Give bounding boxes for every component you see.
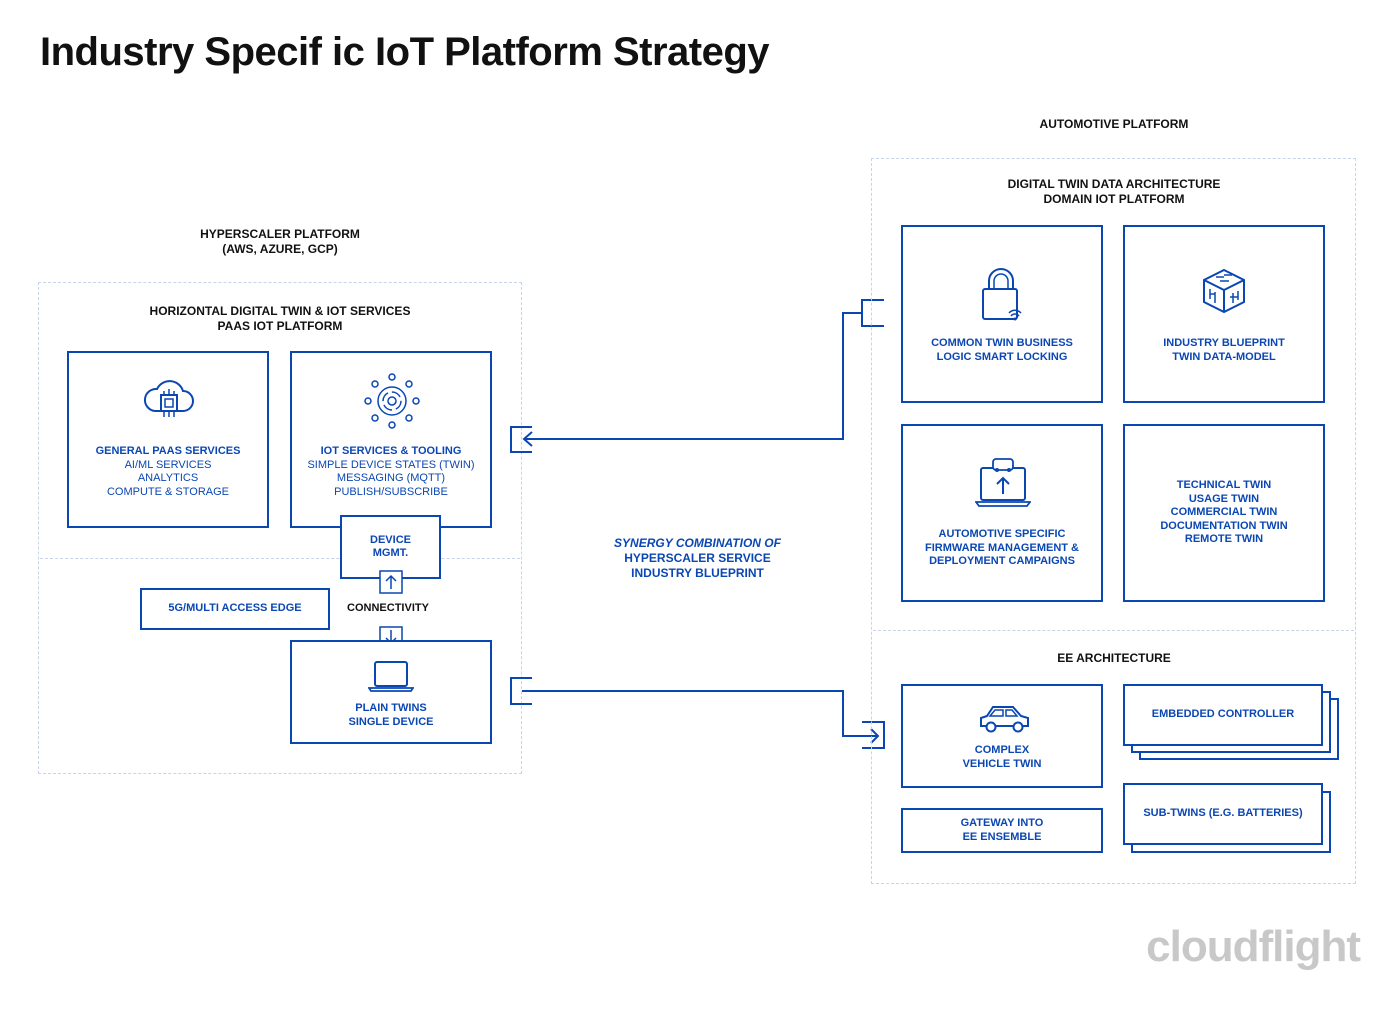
common-twin-line: COMMON TWIN BUSINESS bbox=[931, 337, 1073, 349]
twins-list-item: DOCUMENTATION TWIN bbox=[1160, 519, 1288, 532]
gateway-line: GATEWAY INTO bbox=[960, 817, 1044, 829]
laptop-icon bbox=[368, 661, 414, 692]
horizontal-section-title: HORIZONTAL DIGITAL TWIN & IOT SERVICES P… bbox=[120, 304, 440, 334]
iot-services-text: IOT SERVICES & TOOLING SIMPLE DEVICE STA… bbox=[292, 445, 490, 499]
edge-label: 5G/MULTI ACCESS EDGE bbox=[168, 602, 302, 615]
digital-twin-section-line1: DIGITAL TWIN DATA ARCHITECTURE bbox=[1007, 177, 1221, 191]
complex-twin-line: COMPLEX bbox=[974, 744, 1030, 756]
twins-list-item: TECHNICAL TWIN bbox=[1176, 479, 1272, 492]
industry-blueprint-line: TWIN DATA-MODEL bbox=[1172, 350, 1276, 363]
cloudflight-logo: cloudflight bbox=[1146, 922, 1361, 971]
hyperscaler-divider bbox=[40, 558, 520, 559]
firmware-line: FIRMWARE MANAGEMENT & bbox=[925, 541, 1079, 554]
common-twin-line: LOGIC SMART LOCKING bbox=[936, 350, 1068, 363]
device-mgmt-line: DEVICE bbox=[370, 533, 411, 546]
arrow-up-icon bbox=[379, 570, 403, 594]
iot-services-line: SIMPLE DEVICE STATES (TWIN) bbox=[307, 458, 475, 471]
twins-list-text: TECHNICAL TWIN USAGE TWIN COMMERCIAL TWI… bbox=[1160, 479, 1287, 547]
complex-twin-box[interactable]: COMPLEX VEHICLE TWIN bbox=[901, 684, 1103, 788]
iot-services-box[interactable]: IOT SERVICES & TOOLING SIMPLE DEVICE STA… bbox=[290, 351, 492, 528]
automotive-divider bbox=[873, 630, 1354, 631]
device-mgmt-text: DEVICE MGMT. bbox=[370, 534, 411, 561]
hyperscaler-container bbox=[38, 282, 522, 774]
embedded-controller-label: EMBEDDED CONTROLLER bbox=[1151, 708, 1295, 721]
hyperscaler-title-line2: (AWS, AZURE, GCP) bbox=[222, 242, 338, 256]
twins-list-item: USAGE TWIN bbox=[1188, 492, 1260, 505]
horizontal-section-line1: HORIZONTAL DIGITAL TWIN & IOT SERVICES bbox=[149, 304, 411, 318]
synergy-line: HYPERSCALER SERVICE bbox=[624, 551, 771, 565]
iot-services-heading: IOT SERVICES & TOOLING bbox=[320, 445, 462, 457]
embedded-controller-box[interactable]: EMBEDDED CONTROLLER bbox=[1123, 684, 1323, 746]
automotive-container bbox=[871, 158, 1356, 884]
sub-twins-box[interactable]: SUB-TWINS (E.G. BATTERIES) bbox=[1123, 783, 1323, 845]
plain-twins-line: SINGLE DEVICE bbox=[348, 715, 434, 728]
hyperscaler-title-line1: HYPERSCALER PLATFORM bbox=[200, 227, 360, 241]
gateway-box[interactable]: GATEWAY INTO EE ENSEMBLE bbox=[901, 808, 1103, 853]
plain-twins-text: PLAIN TWINS SINGLE DEVICE bbox=[292, 702, 490, 729]
general-paas-text: GENERAL PAAS SERVICES AI/ML SERVICES ANA… bbox=[69, 445, 267, 499]
common-twin-text: COMMON TWIN BUSINESS LOGIC SMART LOCKING bbox=[903, 337, 1101, 364]
device-mgmt-line: MGMT. bbox=[372, 547, 409, 559]
general-paas-line: ANALYTICS bbox=[137, 472, 199, 484]
twins-list-item: REMOTE TWIN bbox=[1184, 533, 1264, 546]
firmware-text: AUTOMOTIVE SPECIFIC FIRMWARE MANAGEMENT … bbox=[903, 528, 1101, 569]
synergy-text: SYNERGY COMBINATION OF HYPERSCALER SERVI… bbox=[560, 536, 835, 581]
general-paas-heading: GENERAL PAAS SERVICES bbox=[95, 445, 241, 457]
firmware-line: AUTOMOTIVE SPECIFIC bbox=[938, 528, 1066, 540]
edge-box[interactable]: 5G/MULTI ACCESS EDGE bbox=[140, 588, 330, 630]
hyperscaler-title: HYPERSCALER PLATFORM (AWS, AZURE, GCP) bbox=[180, 227, 380, 257]
general-paas-box[interactable]: GENERAL PAAS SERVICES AI/ML SERVICES ANA… bbox=[67, 351, 269, 528]
plain-twins-line: PLAIN TWINS bbox=[355, 702, 427, 714]
gateway-text: GATEWAY INTO EE ENSEMBLE bbox=[961, 817, 1044, 844]
cube-circuit-icon bbox=[1203, 268, 1245, 314]
gateway-line: EE ENSEMBLE bbox=[962, 830, 1042, 843]
industry-blueprint-text: INDUSTRY BLUEPRINT TWIN DATA-MODEL bbox=[1125, 337, 1323, 364]
automotive-title: AUTOMOTIVE PLATFORM bbox=[1039, 117, 1189, 131]
synergy-line: SYNERGY COMBINATION OF bbox=[614, 536, 781, 550]
firmware-box[interactable]: AUTOMOTIVE SPECIFIC FIRMWARE MANAGEMENT … bbox=[901, 424, 1103, 602]
industry-blueprint-line: INDUSTRY BLUEPRINT bbox=[1163, 337, 1285, 349]
plain-twins-box[interactable]: PLAIN TWINS SINGLE DEVICE bbox=[290, 640, 492, 744]
connectivity-label: CONNECTIVITY bbox=[347, 602, 429, 614]
network-fingerprint-icon bbox=[364, 373, 420, 429]
cloud-chip-icon bbox=[143, 380, 194, 417]
synergy-line: INDUSTRY BLUEPRINT bbox=[631, 566, 764, 580]
iot-services-line: MESSAGING (MQTT) bbox=[336, 472, 446, 484]
sub-twins-label: SUB-TWINS (E.G. BATTERIES) bbox=[1143, 807, 1303, 820]
twins-list-item: COMMERCIAL TWIN bbox=[1170, 506, 1278, 519]
industry-blueprint-box[interactable]: INDUSTRY BLUEPRINT TWIN DATA-MODEL bbox=[1123, 225, 1325, 403]
common-twin-box[interactable]: COMMON TWIN BUSINESS LOGIC SMART LOCKING bbox=[901, 225, 1103, 403]
laptop-car-upload-icon bbox=[975, 458, 1031, 507]
general-paas-line: AI/ML SERVICES bbox=[124, 458, 212, 471]
complex-twin-text: COMPLEX VEHICLE TWIN bbox=[903, 744, 1101, 771]
car-icon bbox=[980, 706, 1029, 733]
horizontal-section-line2: PAAS IOT PLATFORM bbox=[217, 319, 343, 333]
lock-wifi-icon bbox=[982, 268, 1022, 321]
digital-twin-section-line2: DOMAIN IOT PLATFORM bbox=[1043, 192, 1185, 206]
twins-list-box[interactable]: TECHNICAL TWIN USAGE TWIN COMMERCIAL TWI… bbox=[1123, 424, 1325, 602]
iot-services-line: PUBLISH/SUBSCRIBE bbox=[334, 485, 448, 498]
digital-twin-section-title: DIGITAL TWIN DATA ARCHITECTURE DOMAIN IO… bbox=[974, 177, 1254, 207]
general-paas-line: COMPUTE & STORAGE bbox=[106, 485, 230, 498]
page-title: Industry Specif ic IoT Platform Strategy bbox=[40, 30, 770, 74]
ee-architecture-title: EE ARCHITECTURE bbox=[1057, 651, 1171, 665]
complex-twin-line: VEHICLE TWIN bbox=[962, 757, 1042, 770]
firmware-line: DEPLOYMENT CAMPAIGNS bbox=[929, 555, 1075, 567]
